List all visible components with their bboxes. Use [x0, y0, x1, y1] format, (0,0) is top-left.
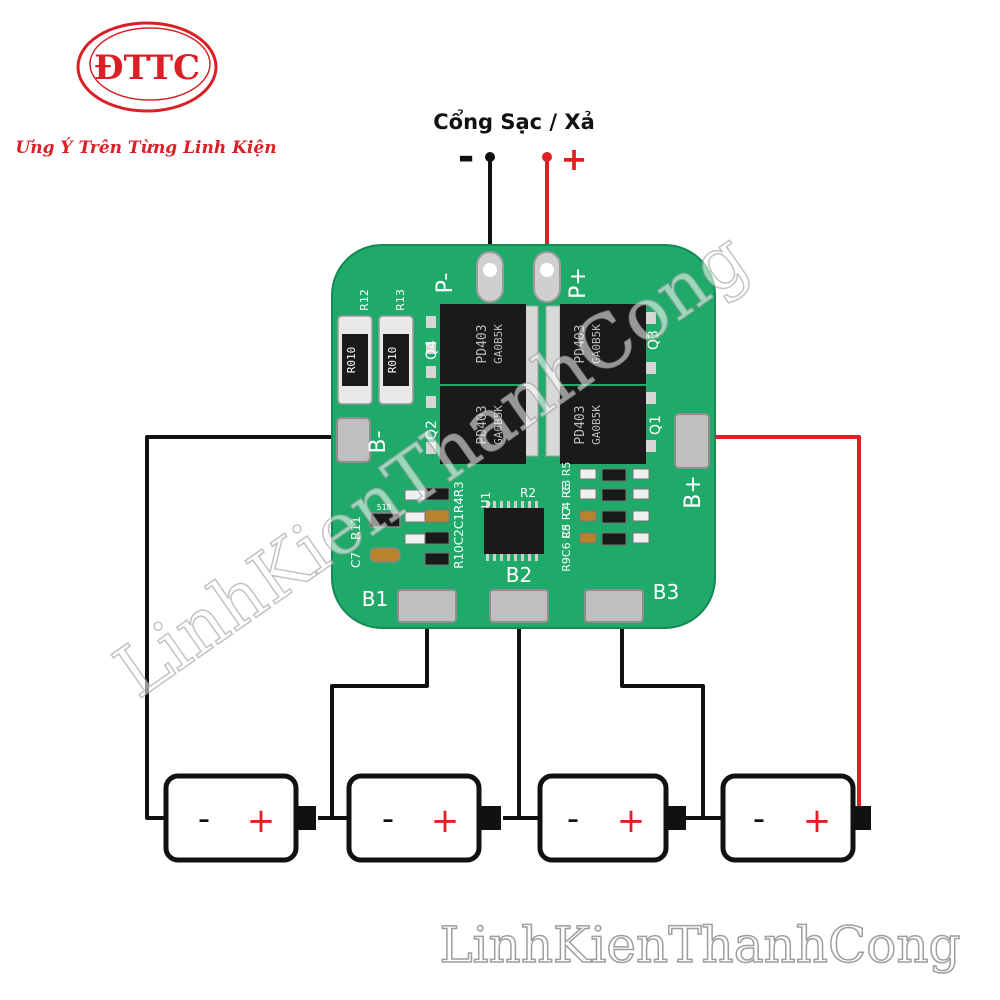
smd-left-labels: R10C2C1R4R3 [452, 481, 466, 569]
silk-c5-r7: C5 R7 [560, 506, 573, 539]
mosfet-q1: PD403 GA0B5K Q1 [560, 386, 664, 464]
brand-logo: ĐTTC [76, 21, 218, 113]
cell-3-minus: - [567, 799, 579, 839]
svg-text:PD403: PD403 [573, 324, 588, 363]
logo-ring [76, 21, 218, 113]
q1-label: Q1 [648, 415, 664, 435]
cell-2-minus: - [382, 799, 394, 839]
svg-text:GA0B5K: GA0B5K [492, 324, 505, 364]
negative-wiring [145, 435, 723, 820]
r13-marking: R010 [386, 347, 399, 374]
wire-b2-to-cell2-cell3 [517, 612, 540, 820]
cell-1-plus: + [247, 801, 276, 841]
q3-label: Q3 [646, 330, 662, 350]
shunt-resistor-r12: R010 [337, 315, 373, 405]
r11-label: R11 [349, 516, 363, 540]
wire-b-minus-to-cell1 [145, 435, 345, 820]
r12-label: R12 [358, 289, 371, 311]
c7-label: C7 [349, 552, 363, 568]
b-plus-pad [674, 413, 710, 469]
r2-label: R2 [520, 486, 536, 500]
q2-label: Q2 [424, 420, 440, 440]
u1-label: U1 [479, 492, 493, 508]
cell-1-minus: - [198, 799, 210, 839]
b2-label: B2 [506, 563, 532, 587]
b1-label: B1 [362, 587, 388, 611]
p-minus-hole-center [483, 263, 497, 277]
logo-inner-ring [89, 27, 211, 101]
port-plus-sign: + [561, 140, 588, 178]
b3-pad [584, 589, 644, 623]
p-minus-label: P- [433, 273, 458, 294]
bms-board: P- P+ R010 R010 R12 R13 PD403 GA0B5K Q4 [331, 244, 716, 629]
svg-text:PD403: PD403 [475, 405, 490, 444]
brand-slogan: Ưng Ý Trên Từng Linh Kiện [15, 137, 276, 158]
silk-r9-c6-r8: R9C6 R8 [560, 524, 573, 571]
wire-b1-to-cell1-cell2 [330, 612, 429, 820]
controller-ic-u1 [484, 501, 544, 561]
p-plus-hole-center [540, 263, 554, 277]
cell-2-plus: + [431, 801, 460, 841]
battery-cell-2: - + [346, 773, 501, 863]
logo-text: ĐTTC [94, 48, 200, 88]
s1-marking: 518 [377, 503, 392, 512]
p-plus-label: P+ [566, 267, 591, 299]
svg-text:PD403: PD403 [573, 405, 588, 444]
r13-label: R13 [394, 289, 407, 311]
b3-label: B3 [653, 580, 679, 604]
q4-label: Q4 [424, 340, 440, 360]
mosfet-q2: PD403 GA0B5K Q2 [424, 386, 526, 464]
bottom-watermark: LinhKienThanhCong [439, 916, 960, 974]
mosfet-q4: PD403 GA0B5K Q4 [424, 304, 526, 384]
svg-text:GA0B5K: GA0B5K [590, 405, 603, 445]
battery-cell-4: - + [720, 773, 871, 863]
smd-right-group [579, 468, 650, 546]
battery-cell-1: - + [163, 773, 316, 863]
cell-3-plus: + [617, 801, 646, 841]
shunt-resistor-r13: R010 [378, 315, 414, 405]
b-minus-pad [336, 417, 371, 463]
mosfet-q3: PD403 GA0B5K Q3 [560, 304, 662, 384]
b-plus-label: B+ [681, 475, 706, 509]
silk-c3-r5: C3 R5 [560, 462, 573, 495]
battery-cell-3: - + [537, 773, 686, 863]
svg-text:GA0B5K: GA0B5K [492, 405, 505, 445]
cell-4-minus: - [753, 799, 765, 839]
wire-b3-to-cell3-cell4 [620, 612, 723, 820]
wire-b-plus-to-cell4 [700, 435, 861, 818]
svg-text:PD403: PD403 [475, 324, 490, 363]
b2-pad [489, 589, 549, 623]
silk-c4-r6: C4 R6 [560, 484, 573, 517]
r12-marking: R010 [345, 347, 358, 374]
port-title: Cổng Sạc / Xả [433, 109, 595, 134]
b-minus-label: B- [366, 430, 391, 453]
b1-pad [397, 589, 457, 623]
svg-text:GA0B5K: GA0B5K [590, 324, 603, 364]
smd-left-group [369, 487, 450, 566]
port-minus-sign: - [458, 134, 475, 180]
cell-4-plus: + [803, 801, 832, 841]
